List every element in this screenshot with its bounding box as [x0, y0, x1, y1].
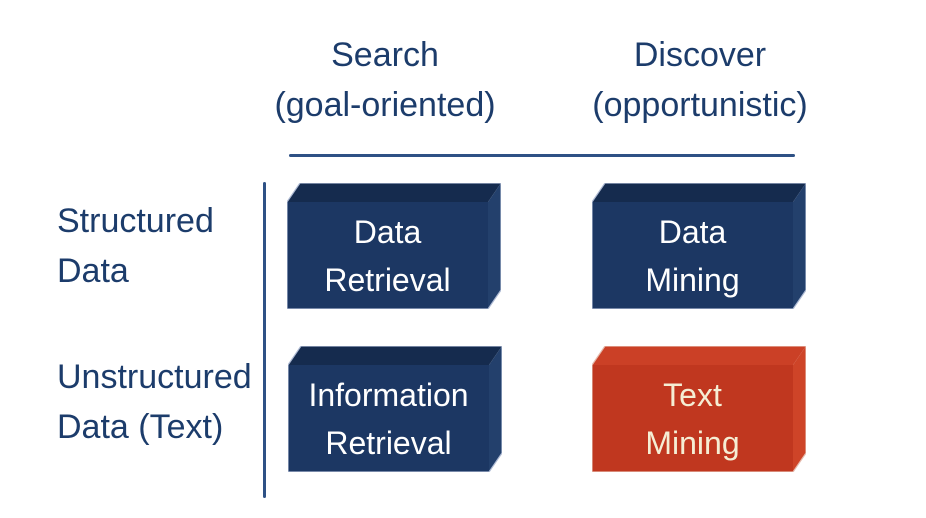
- cell-text-mining: Text Mining: [592, 346, 806, 472]
- cell-label-data-mining: Data Mining: [592, 202, 793, 309]
- column-header-search-line2: (goal-oriented): [274, 86, 496, 124]
- row-header-unstructured-data: Unstructured Data (Text): [57, 352, 262, 452]
- column-header-discover: Discover (opportunistic): [550, 30, 850, 130]
- cell-label-text-mining: Text Mining: [592, 365, 793, 472]
- cell-label-line2: Mining: [645, 261, 740, 298]
- box-front-face: [288, 365, 489, 472]
- cell-label-line1: Data: [658, 213, 727, 250]
- row-header-structured-data: Structured Data: [57, 196, 262, 296]
- row-header-structured-line1: Structured: [57, 202, 214, 240]
- cell-information-retrieval: Information Retrieval: [288, 346, 502, 472]
- box-top-face: [592, 346, 806, 365]
- column-header-search-line1: Search: [331, 36, 439, 74]
- box-3d-shape: [592, 346, 806, 472]
- column-header-search: Search (goal-oriented): [235, 30, 535, 130]
- cell-label-line1: Text: [663, 376, 722, 413]
- box-right-face: [793, 346, 806, 472]
- row-axis-line: [263, 182, 266, 498]
- box-right-face: [489, 346, 502, 472]
- row-header-structured-line2: Data: [57, 252, 129, 290]
- cell-label-line2: Retrieval: [325, 424, 452, 461]
- box-front-face: [592, 365, 793, 472]
- box-front-face: [592, 202, 793, 309]
- box-3d-shape: [592, 183, 806, 309]
- column-header-discover-line2: (opportunistic): [592, 86, 808, 124]
- row-header-unstructured-line2: Data (Text): [57, 408, 224, 446]
- cell-label-line1: Information: [308, 376, 469, 413]
- box-right-face: [488, 183, 501, 309]
- box-3d-shape: [287, 183, 501, 309]
- column-header-underline: [289, 154, 795, 157]
- cell-data-retrieval: Data Retrieval: [287, 183, 501, 309]
- cell-label-information-retrieval: Information Retrieval: [288, 365, 489, 472]
- cell-label-line2: Retrieval: [324, 261, 451, 298]
- column-header-discover-line1: Discover: [633, 36, 767, 74]
- box-front-face: [287, 202, 488, 309]
- box-top-face: [592, 183, 806, 202]
- cell-data-mining: Data Mining: [592, 183, 806, 309]
- cell-label-data-retrieval: Data Retrieval: [287, 202, 488, 309]
- box-top-face: [288, 346, 502, 365]
- box-top-face: [287, 183, 501, 202]
- cell-label-line2: Mining: [645, 424, 740, 461]
- cell-label-line1: Data: [353, 213, 422, 250]
- box-3d-shape: [288, 346, 502, 472]
- row-header-unstructured-line1: Unstructured: [57, 358, 252, 396]
- box-right-face: [793, 183, 806, 309]
